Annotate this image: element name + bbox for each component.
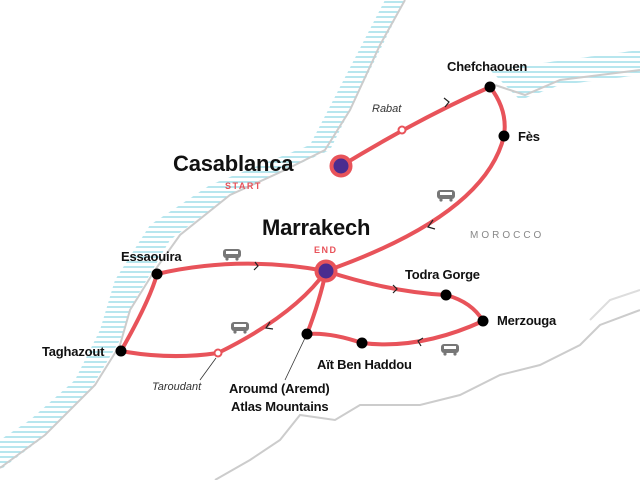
label-aroumd-line2: Atlas Mountains xyxy=(231,399,329,414)
bus-icon xyxy=(223,249,241,261)
stop-todra-gorge xyxy=(440,289,452,301)
label-aroumd-line1: Aroumd (Aremd) xyxy=(229,381,330,396)
label-chefchaouen: Chefchaouen xyxy=(447,59,528,74)
bus-icon xyxy=(231,322,249,334)
start-city-label: Casablanca xyxy=(173,151,294,176)
stop-essaouira xyxy=(151,268,163,280)
southern-border xyxy=(214,309,640,480)
label-taghazout: Taghazout xyxy=(42,344,105,359)
stop-markers xyxy=(115,81,510,357)
stop-aroumd xyxy=(301,328,313,340)
aroumd-leader xyxy=(284,337,306,381)
label-merzouga: Merzouga xyxy=(497,313,557,328)
stop-ait-ben-haddou xyxy=(356,337,368,349)
waypoint-rabat xyxy=(397,125,407,135)
end-marker xyxy=(314,259,338,283)
mediterranean-water xyxy=(490,50,640,100)
direction-arrows xyxy=(253,97,450,347)
label-ait-ben-haddou: Aït Ben Haddou xyxy=(317,357,412,372)
label-todra-gorge: Todra Gorge xyxy=(405,267,480,282)
label-essaouira: Essaouira xyxy=(121,249,182,264)
label-rabat: Rabat xyxy=(372,103,402,115)
north-coast xyxy=(494,69,640,97)
east-border xyxy=(589,289,640,321)
atlantic-water xyxy=(0,0,405,470)
start-marker xyxy=(329,154,353,178)
bus-icon xyxy=(437,190,455,202)
coastline xyxy=(0,0,406,469)
start-tag: START xyxy=(225,181,262,191)
end-city-label: Marrakech xyxy=(262,215,371,240)
stop-fes xyxy=(498,130,510,142)
bus-icon xyxy=(441,344,459,356)
end-tag: END xyxy=(314,245,338,255)
label-taroudant: Taroudant xyxy=(152,381,202,393)
stop-merzouga xyxy=(477,315,489,327)
stop-chefchaouen xyxy=(484,81,496,93)
country-label: MOROCCO xyxy=(470,230,545,241)
waypoint-taroudant xyxy=(213,348,223,358)
label-fes: Fès xyxy=(518,129,540,144)
stop-taghazout xyxy=(115,345,127,357)
taroudant-leader xyxy=(199,357,217,381)
